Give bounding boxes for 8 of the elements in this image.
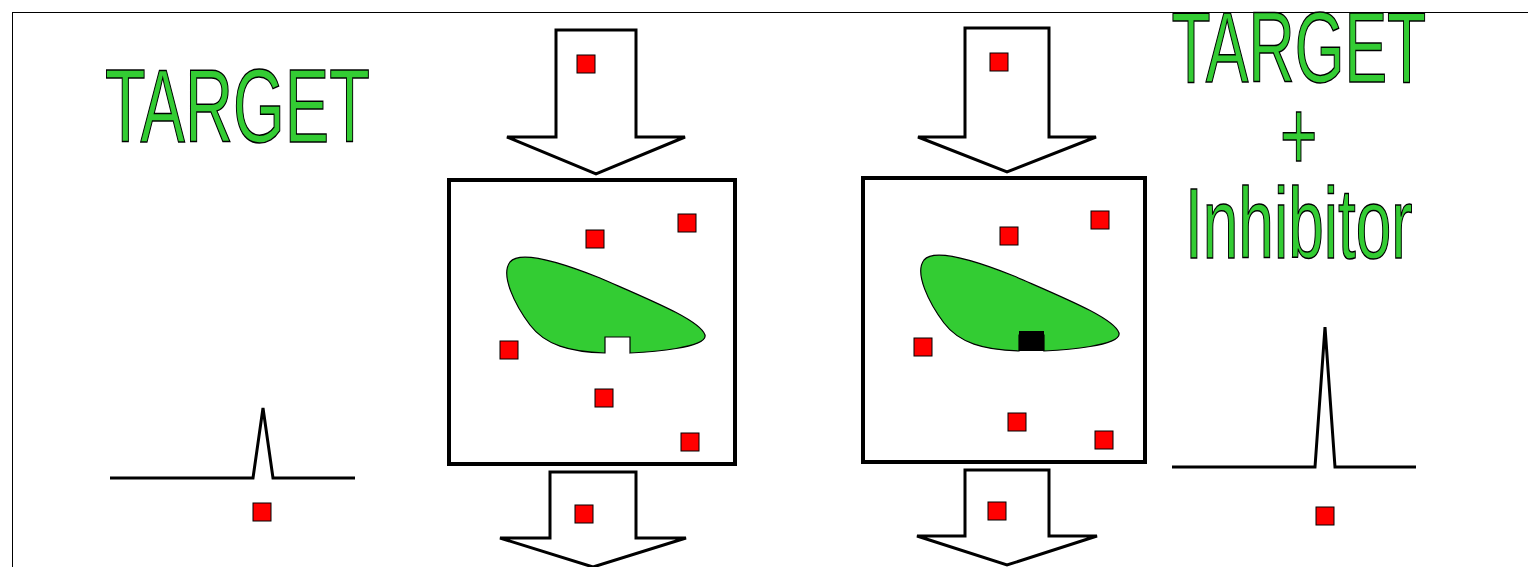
square-frame [447, 178, 737, 466]
block-arrow [498, 470, 688, 567]
block-arrow [915, 468, 1099, 567]
block-arrow [505, 28, 687, 176]
target-label: TARGET + Inhibitor [1170, 3, 1428, 267]
target-label: TARGET [103, 54, 371, 158]
square-frame [861, 176, 1147, 464]
block-arrow [916, 26, 1098, 174]
